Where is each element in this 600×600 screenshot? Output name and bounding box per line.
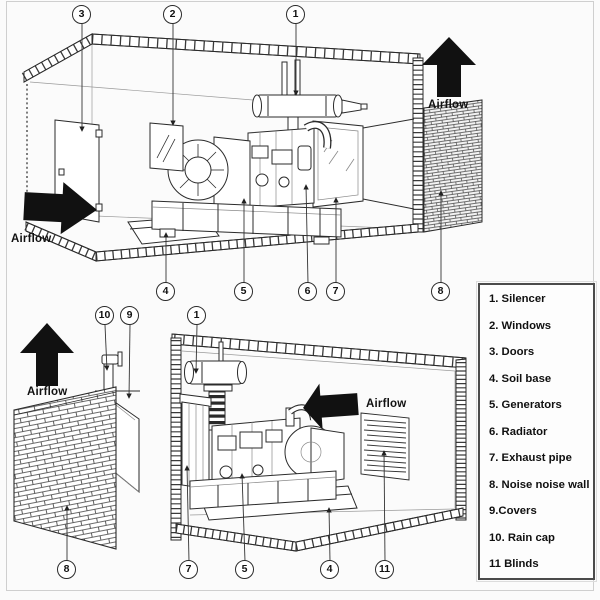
noise-wall-bottom — [13, 386, 117, 550]
callout-radiator: 6 — [298, 282, 317, 301]
airflow-in-arrow-bottom — [303, 383, 359, 430]
radiator-bottom — [179, 393, 212, 490]
legend-box: 1. Silencer 2. Windows 3. Doors 4. Soil … — [476, 281, 597, 582]
callout-exhaust-pipe: 7 — [326, 282, 345, 301]
legend-item-windows: 2. Windows — [489, 319, 552, 332]
bottom-diagram-room — [170, 333, 467, 541]
right-wall-section — [412, 57, 424, 233]
airflow-label-top-in: Airflow — [11, 233, 52, 245]
engine-block-top — [247, 120, 332, 209]
legend-item-soil-base: 4. Soil base — [489, 372, 552, 385]
callout-exhaust-pipe-2: 7 — [179, 560, 198, 579]
airflow-out-arrow-top — [422, 37, 476, 97]
silencer-bottom — [184, 360, 247, 431]
callout-blinds: 11 — [375, 560, 394, 579]
leader-lines-top — [79, 24, 444, 284]
window-panel — [149, 122, 184, 172]
louver-blinds — [360, 412, 410, 481]
legend-item-exhaust-pipe: 7. Exhaust pipe — [489, 452, 572, 464]
callout-noise-wall-2: 8 — [57, 560, 76, 579]
callout-doors: 3 — [72, 5, 91, 24]
generator-set-top — [151, 59, 415, 245]
airflow-label-bottom-out: Airflow — [27, 386, 68, 398]
airflow-out-arrow-bottom — [20, 323, 74, 386]
airflow-label-bottom-in: Airflow — [366, 398, 407, 410]
callout-soil-base-2: 4 — [320, 560, 339, 579]
leader-lines-bottom — [64, 324, 387, 562]
base-skid-bottom — [189, 470, 337, 510]
legend-item-generators: 5. Generators — [489, 399, 562, 411]
callout-silencer-2: 1 — [187, 306, 206, 325]
legend-item-doors: 3. Doors — [489, 346, 535, 358]
legend-item-noise-wall: 8. Noise noise wall — [489, 478, 590, 491]
top-diagram-room — [21, 33, 424, 233]
callout-silencer: 1 — [286, 5, 305, 24]
airflow-in-arrow-top — [23, 182, 97, 235]
callout-covers: 9 — [120, 306, 139, 325]
rain-cap — [95, 351, 140, 392]
callout-noise-wall: 8 — [431, 282, 450, 301]
legend-item-silencer: 1. Silencer — [489, 293, 546, 305]
callout-generators: 5 — [234, 282, 253, 301]
legend-item-radiator: 6. Radiator — [489, 425, 548, 438]
callout-windows: 2 — [163, 5, 182, 24]
callout-generators-2: 5 — [235, 560, 254, 579]
callout-rain-cap: 10 — [95, 306, 114, 325]
legend-item-blinds: 11 Blinds — [489, 558, 539, 570]
airflow-label-top-out: Airflow — [428, 99, 469, 111]
noise-wall-top — [423, 99, 483, 233]
callout-soil-base: 4 — [156, 282, 175, 301]
legend-item-rain-cap: 10. Rain cap — [489, 531, 555, 544]
floor-slab-bottom — [175, 507, 464, 552]
legend-item-covers: 9.Covers — [489, 505, 537, 517]
